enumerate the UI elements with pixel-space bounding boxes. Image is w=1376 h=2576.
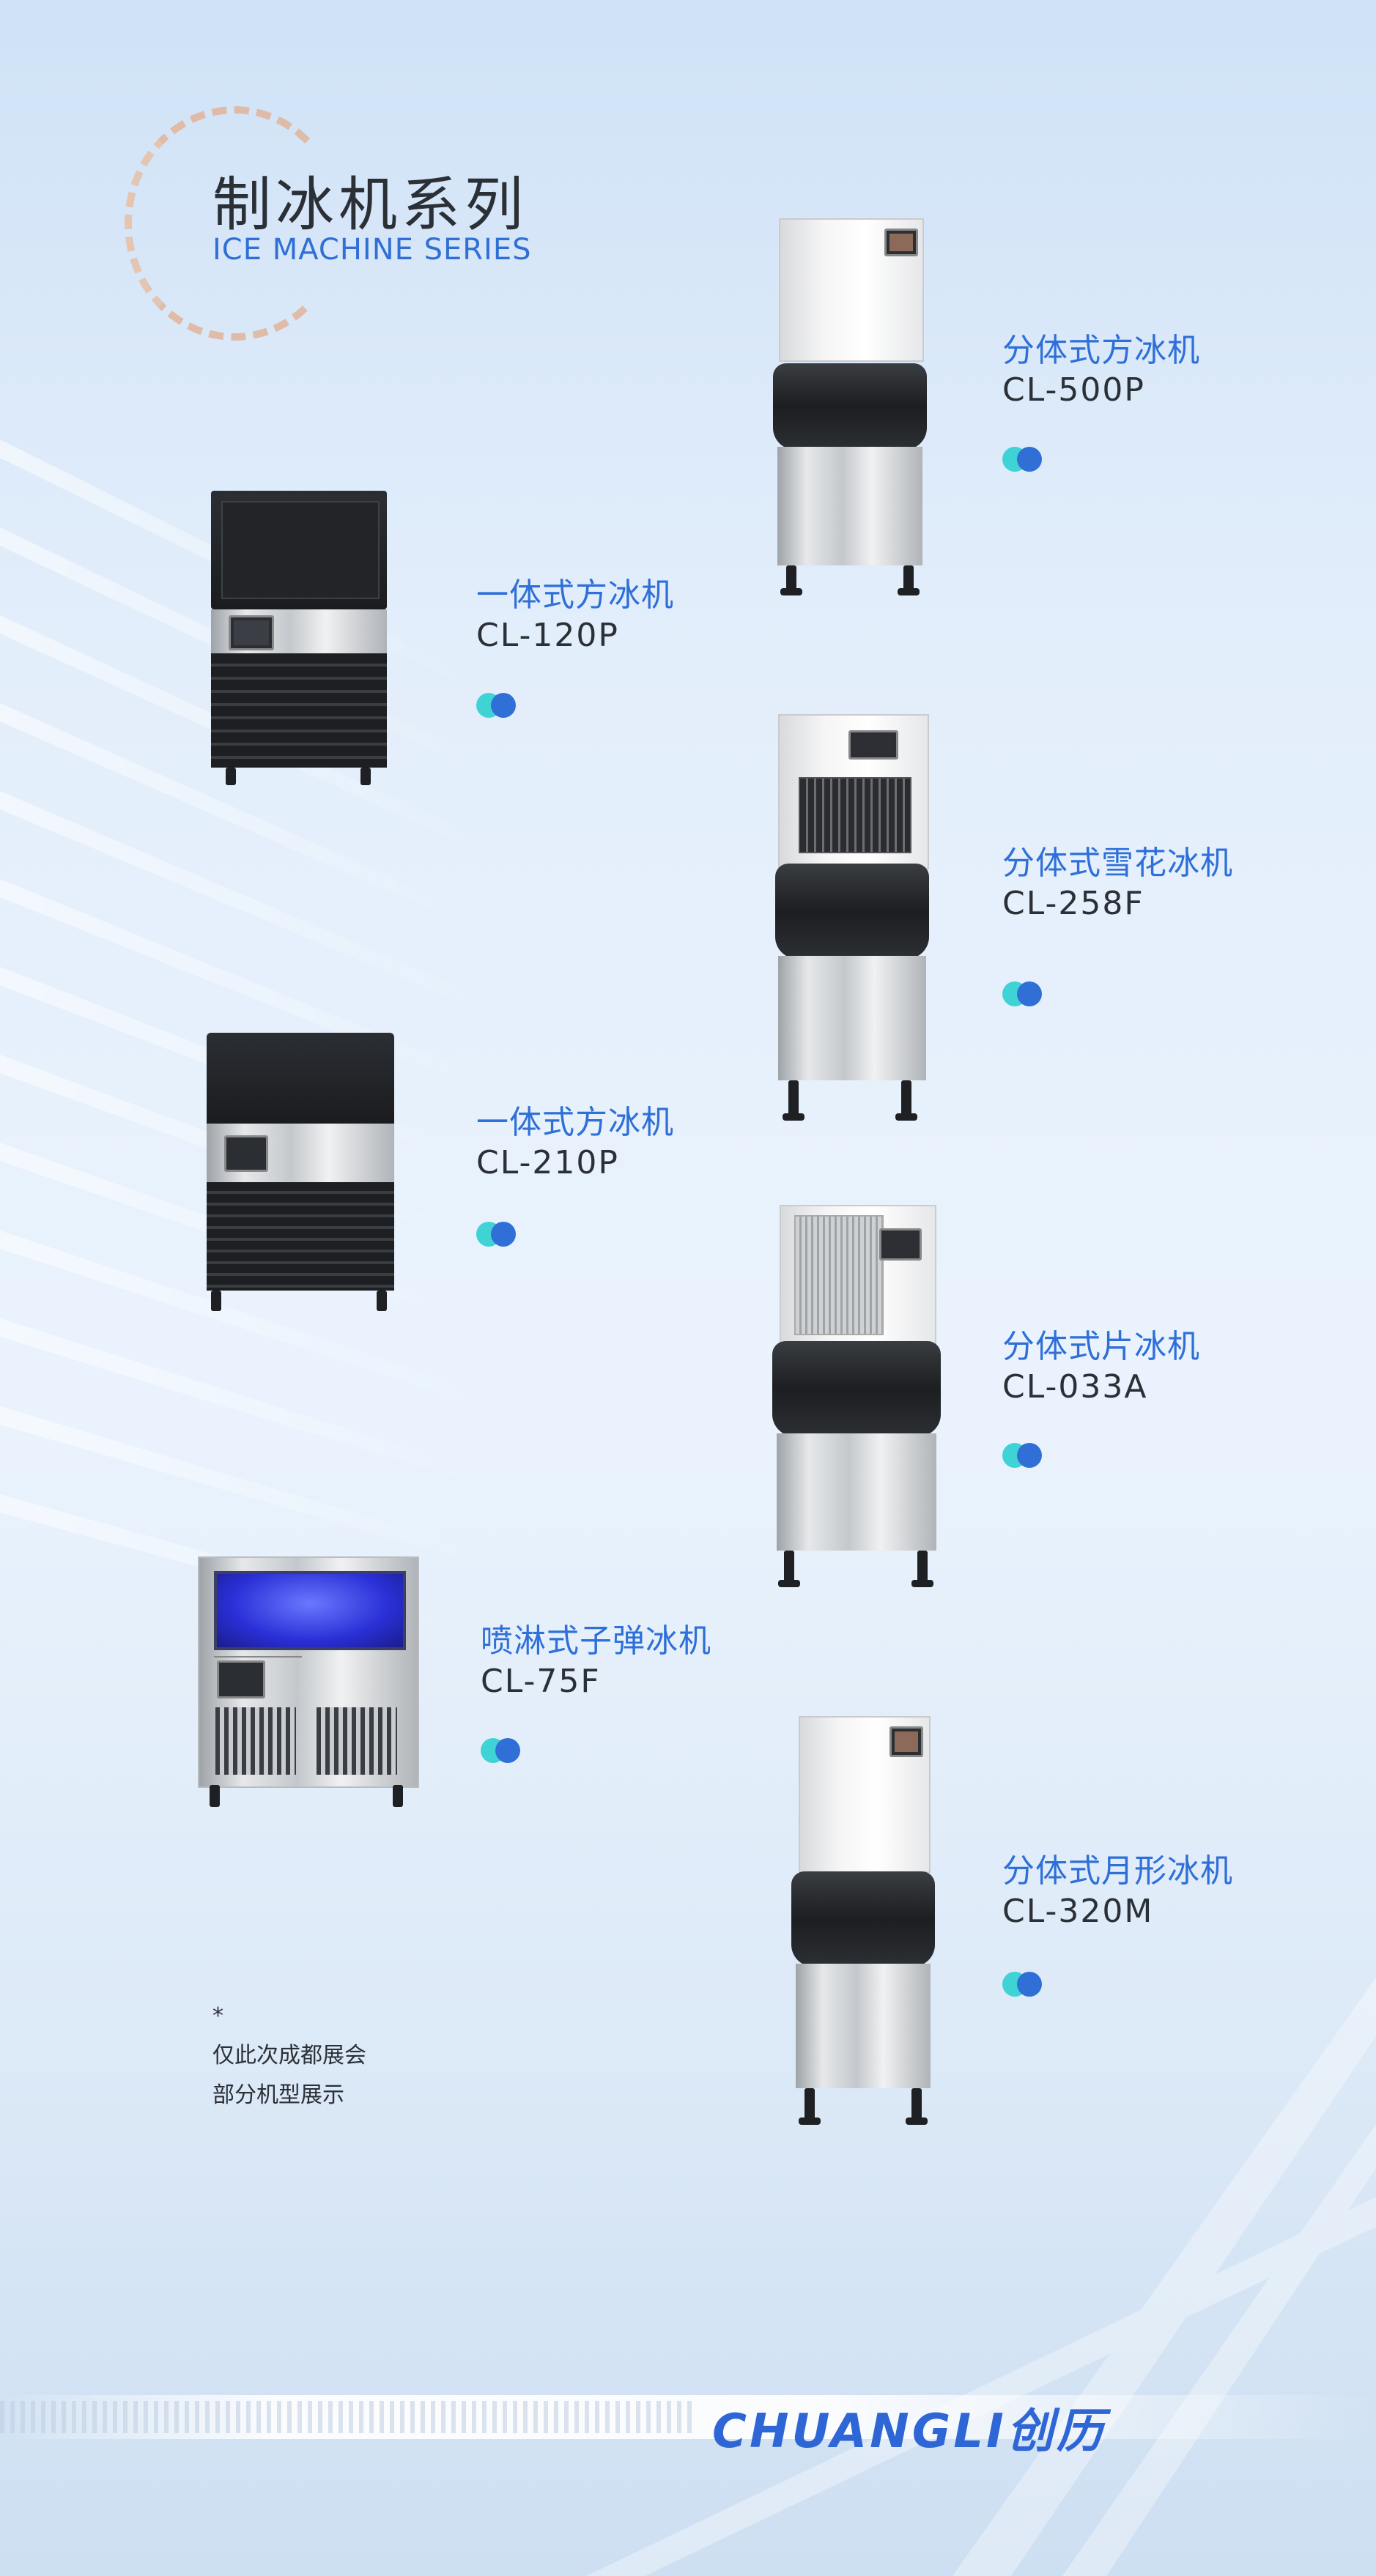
- product-model-2: CL-120P: [476, 617, 619, 654]
- product-name-7: 分体式月形冰机: [1002, 1852, 1233, 1890]
- product-image-cl-120p: [207, 491, 391, 787]
- product-dots-1: [1002, 447, 1043, 472]
- product-name-4: 一体式方冰机: [476, 1104, 674, 1141]
- footnote: * 仅此次成都展会 部分机型展示: [212, 1997, 366, 2115]
- brand-cn: 创历: [1006, 2405, 1106, 2459]
- product-image-cl-258f: [775, 714, 929, 1143]
- page-subtitle: ICE MACHINE SERIES: [212, 233, 532, 267]
- product-image-cl-75f: [195, 1556, 419, 1820]
- product-dots-7: [1002, 1972, 1043, 1997]
- page-title: 制冰机系列: [212, 171, 528, 239]
- footnote-line-2: 部分机型展示: [212, 2082, 344, 2108]
- product-model-5: CL-033A: [1002, 1368, 1148, 1406]
- product-name-6: 喷淋式子弹冰机: [481, 1622, 711, 1660]
- footer-band-stripes: [0, 2401, 696, 2433]
- brand-logo: CHUANGLI创历: [712, 2394, 1106, 2461]
- product-name-1: 分体式方冰机: [1002, 332, 1200, 369]
- product-dots-5: [1002, 1443, 1043, 1468]
- footnote-mark: *: [212, 2003, 223, 2029]
- product-image-cl-320m: [791, 1716, 935, 2126]
- product-name-2: 一体式方冰机: [476, 576, 674, 614]
- product-model-1: CL-500P: [1002, 371, 1145, 409]
- brand-latin: CHUANGLI: [712, 2405, 1007, 2459]
- product-dots-4: [476, 1222, 517, 1247]
- product-model-6: CL-75F: [481, 1663, 601, 1700]
- product-name-5: 分体式片冰机: [1002, 1328, 1200, 1365]
- product-image-cl-500p: [773, 218, 927, 599]
- product-model-4: CL-210P: [476, 1144, 619, 1181]
- product-name-3: 分体式雪花冰机: [1002, 845, 1233, 882]
- product-dots-2: [476, 693, 517, 718]
- footnote-line-1: 仅此次成都展会: [212, 2043, 366, 2068]
- product-image-cl-210p: [202, 1033, 399, 1311]
- product-model-3: CL-258F: [1002, 885, 1144, 922]
- product-image-cl-033a: [772, 1205, 941, 1593]
- product-model-7: CL-320M: [1002, 1893, 1154, 1930]
- product-dots-6: [481, 1738, 522, 1763]
- product-dots-3: [1002, 981, 1043, 1006]
- title-ring-decoration: [125, 106, 344, 341]
